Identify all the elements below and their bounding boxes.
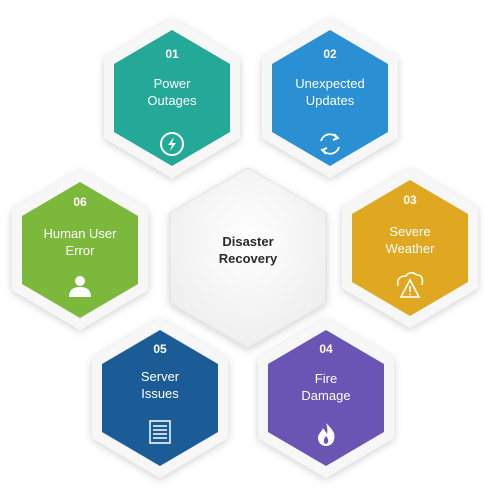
- center-hex-shape: [169, 167, 327, 349]
- hex-shape: [268, 330, 384, 466]
- hex-label-line2: Updates: [306, 93, 355, 108]
- refresh-icon: [320, 133, 340, 155]
- hex-shape: [352, 180, 468, 316]
- hex-label-line2: Issues: [141, 386, 179, 401]
- hex-label-line1: Unexpected: [295, 76, 364, 91]
- hex-label-line1: Human User: [44, 226, 118, 241]
- hex-item-04: 04 Fire Damage: [258, 318, 394, 478]
- hex-number: 05: [153, 342, 167, 356]
- hex-shape: [102, 330, 218, 466]
- hex-label-line2: Damage: [301, 388, 350, 403]
- power-bolt-icon: [160, 132, 184, 156]
- hex-label-line1: Fire: [315, 371, 337, 386]
- hex-number: 04: [319, 342, 333, 356]
- hex-label-line2: Weather: [386, 241, 436, 256]
- hex-item-06: 06 Human User Error: [12, 170, 148, 330]
- center-title-line1: Disaster: [222, 234, 273, 249]
- hex-label-line1: Power: [154, 76, 192, 91]
- hex-number: 06: [73, 195, 87, 209]
- hex-item-05: 05 Server Issues: [92, 318, 228, 478]
- hex-item-01: 01 Power Outages: [104, 18, 240, 178]
- hex-label-line2: Outages: [147, 93, 197, 108]
- user-icon: [69, 276, 91, 297]
- hex-item-03: 03 Severe Weather: [342, 168, 478, 328]
- flame-icon: [318, 423, 335, 446]
- storm-warning-icon: [396, 271, 424, 298]
- center-hex: Disaster Recovery: [169, 167, 327, 349]
- hex-shape: [272, 30, 388, 166]
- hex-shape: [114, 30, 230, 166]
- hex-label-line1: Server: [141, 369, 180, 384]
- hex-item-02: 02 Unexpected Updates: [262, 18, 398, 178]
- server-icon: [149, 420, 171, 444]
- hex-label-line2: Error: [66, 243, 96, 258]
- hex-number: 03: [403, 193, 417, 207]
- hex-number: 01: [165, 47, 179, 61]
- hex-number: 02: [323, 47, 337, 61]
- hex-label-line1: Severe: [389, 224, 430, 239]
- center-title-line2: Recovery: [219, 251, 278, 266]
- hex-shape: [22, 182, 138, 318]
